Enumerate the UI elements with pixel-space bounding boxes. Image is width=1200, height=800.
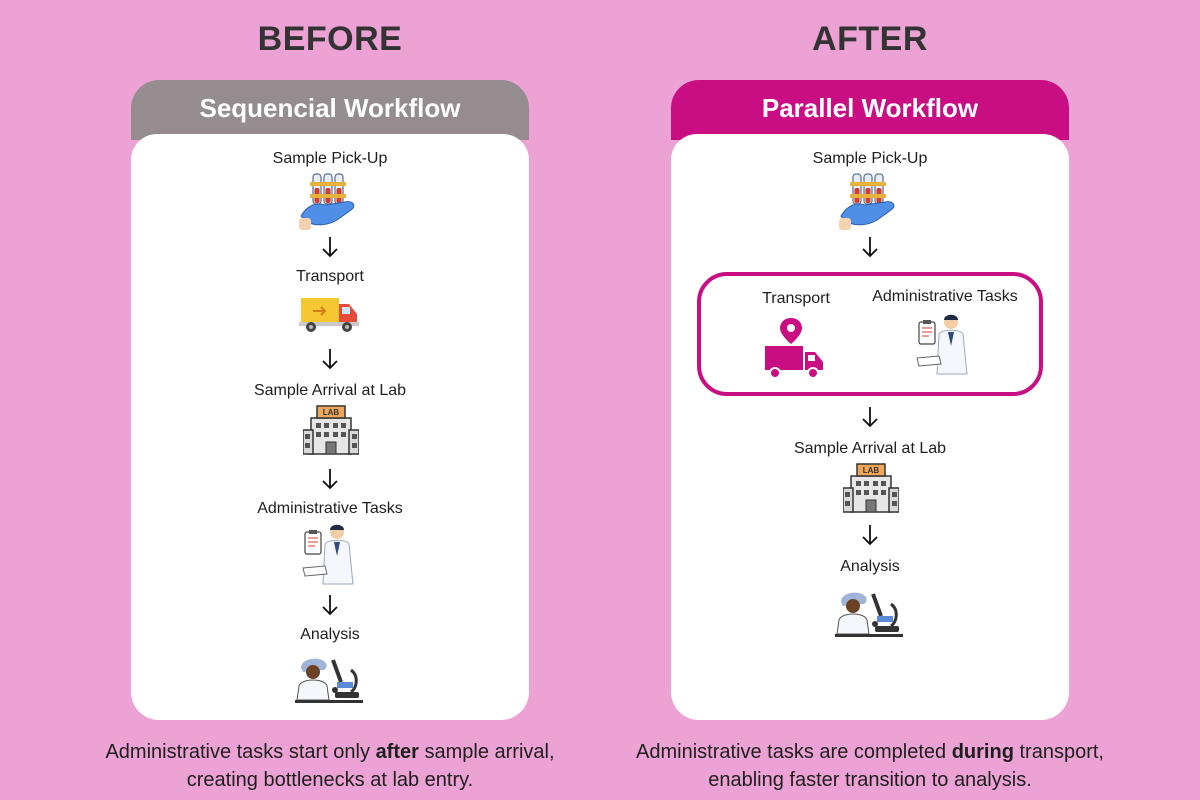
parallel-workflow-header: Parallel Workflow xyxy=(671,80,1069,140)
step-analysis-label: Analysis xyxy=(840,558,900,575)
before-title: BEFORE xyxy=(257,20,403,58)
sequential-workflow-body: Sample Pick-Up Transport Sample Arrival … xyxy=(131,134,529,720)
doctor-clipboard-icon xyxy=(916,314,968,375)
step-analysis-label: Analysis xyxy=(300,626,360,643)
arrow-down-icon xyxy=(322,595,338,616)
arrow-down-icon xyxy=(322,349,338,370)
truck-location-pin-icon xyxy=(764,317,824,379)
doctor-clipboard-icon xyxy=(302,524,354,585)
parallel-tasks-group: Transport Administrative Tasks xyxy=(697,272,1043,396)
gloved-hand-test-tubes-icon xyxy=(299,173,355,231)
lab-building-icon xyxy=(303,405,359,455)
step-sample-pickup-label: Sample Pick-Up xyxy=(272,150,388,167)
before-caption: Administrative tasks start only after sa… xyxy=(105,741,555,791)
scientist-microscope-icon xyxy=(295,656,365,705)
after-caption: Administrative tasks are completed durin… xyxy=(636,741,1104,791)
scientist-microscope-icon xyxy=(835,590,905,639)
step-sample-arrival-label: Sample Arrival at Lab xyxy=(253,382,407,399)
gloved-hand-test-tubes-icon xyxy=(839,173,895,231)
parallel-workflow-body: Sample Pick-Up Transport Administrative … xyxy=(671,134,1069,720)
after-title: AFTER xyxy=(812,20,928,58)
step-transport-label: Transport xyxy=(762,290,830,307)
step-sample-arrival-label: Sample Arrival at Lab xyxy=(793,440,947,457)
step-transport-label: Transport xyxy=(296,268,364,285)
arrow-down-icon xyxy=(322,237,338,258)
step-administrative-tasks-label: Administrative Tasks xyxy=(872,288,1018,305)
parallel-workflow-card: Parallel Workflow Sample Pick-Up Transpo… xyxy=(671,80,1069,720)
arrow-down-icon xyxy=(322,469,338,490)
step-sample-pickup-label: Sample Pick-Up xyxy=(812,150,928,167)
arrow-down-icon xyxy=(862,407,878,428)
arrow-down-icon xyxy=(862,525,878,546)
sequential-workflow-header: Sequencial Workflow xyxy=(131,80,529,140)
delivery-truck-icon xyxy=(299,297,360,333)
lab-building-icon xyxy=(843,463,899,513)
sequential-workflow-card: Sequencial Workflow Sample Pick-Up Trans… xyxy=(131,80,529,720)
arrow-down-icon xyxy=(862,237,878,258)
step-administrative-tasks-label: Administrative Tasks xyxy=(257,500,403,517)
